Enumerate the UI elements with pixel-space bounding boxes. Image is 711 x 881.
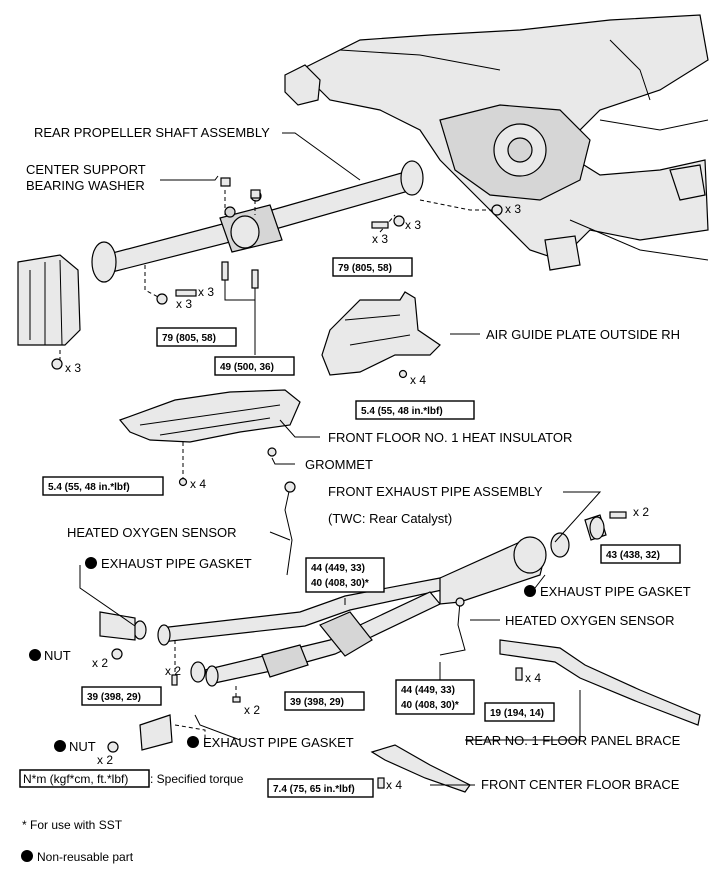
label-rear-floor-brace: REAR NO. 1 FLOOR PANEL BRACE bbox=[465, 733, 681, 748]
torque-5-4-ins: 5.4 (55, 48 in.*lbf) bbox=[48, 482, 130, 493]
label-heat-insulator: FRONT FLOOR NO. 1 HEAT INSULATOR bbox=[328, 430, 572, 445]
qty-washer-mid: x 3 bbox=[405, 218, 421, 232]
qty-air-guide: x 4 bbox=[410, 373, 426, 387]
label-center-support-2: BEARING WASHER bbox=[26, 178, 145, 193]
front-center-brace bbox=[370, 744, 471, 793]
hardware-small bbox=[51, 177, 503, 370]
torque-39-mid: 39 (398, 29) bbox=[290, 697, 344, 708]
torque-79-left: 79 (805, 58) bbox=[162, 333, 216, 344]
qty-bolt-left: x 3 bbox=[198, 285, 214, 299]
qty-brace-front: x 4 bbox=[386, 778, 402, 792]
label-heated-o2-right: HEATED OXYGEN SENSOR bbox=[505, 613, 675, 628]
label-grommet: GROMMET bbox=[305, 457, 373, 472]
torque-43: 43 (438, 32) bbox=[606, 550, 660, 561]
transmission bbox=[17, 254, 81, 346]
qty-brace-rear: x 4 bbox=[525, 671, 541, 685]
legend-torque-desc: : Specified torque bbox=[150, 772, 244, 786]
label-nut-top: NUT bbox=[44, 648, 71, 663]
legend-sst-note: * For use with SST bbox=[22, 818, 123, 832]
rear-subframe bbox=[284, 14, 709, 271]
heat-insulator bbox=[118, 389, 301, 487]
non-reusable-dot-gasket-right bbox=[524, 585, 536, 597]
legend-non-reusable: Non-reusable part bbox=[37, 850, 134, 864]
label-exhaust-gasket-bottom: EXHAUST PIPE GASKET bbox=[203, 735, 354, 750]
label-center-support-1: CENTER SUPPORT bbox=[26, 162, 146, 177]
non-reusable-dot-gasket-top bbox=[85, 557, 97, 569]
label-heated-o2-left: HEATED OXYGEN SENSOR bbox=[67, 525, 237, 540]
torque-44-bot-1: 44 (449, 33) bbox=[401, 685, 455, 696]
qty-nut-bottom: x 2 bbox=[97, 753, 113, 767]
qty-nut-top: x 2 bbox=[92, 656, 108, 670]
torque-7-4: 7.4 (75, 65 in.*lbf) bbox=[273, 784, 355, 795]
rear-floor-brace bbox=[499, 639, 701, 726]
torque-49: 49 (500, 36) bbox=[220, 362, 274, 373]
label-front-center-brace: FRONT CENTER FLOOR BRACE bbox=[481, 777, 680, 792]
torque-19: 19 (194, 14) bbox=[490, 708, 544, 719]
non-reusable-dot-nut-top bbox=[29, 649, 41, 661]
qty-bolt-rear-diff: x 3 bbox=[505, 202, 521, 216]
exhaust-right-hardware bbox=[550, 511, 627, 558]
air-guide-plate bbox=[321, 291, 441, 379]
label-exhaust-gasket-top: EXHAUST PIPE GASKET bbox=[101, 556, 252, 571]
qty-rear-bolt: x 2 bbox=[633, 505, 649, 519]
qty-nut-left: x 3 bbox=[65, 361, 81, 375]
label-air-guide-plate: AIR GUIDE PLATE OUTSIDE RH bbox=[486, 327, 680, 342]
qty-bolt-39b: x 2 bbox=[244, 703, 260, 717]
qty-washer-left: x 3 bbox=[176, 297, 192, 311]
torque-44-top-2: 40 (408, 30)* bbox=[311, 578, 369, 589]
torque-44-top-1: 44 (449, 33) bbox=[311, 563, 365, 574]
label-rear-propeller-shaft: REAR PROPELLER SHAFT ASSEMBLY bbox=[34, 125, 270, 140]
label-twc-note: (TWC: Rear Catalyst) bbox=[328, 511, 452, 526]
qty-bolt-mid-a: x 3 bbox=[372, 232, 388, 246]
qty-gasket-bolt: x 2 bbox=[165, 664, 181, 678]
label-exhaust-gasket-right: EXHAUST PIPE GASKET bbox=[540, 584, 691, 599]
label-front-exhaust-pipe: FRONT EXHAUST PIPE ASSEMBLY bbox=[328, 484, 543, 499]
torque-5-4-air: 5.4 (55, 48 in.*lbf) bbox=[361, 406, 443, 417]
front-exhaust-pipe bbox=[133, 481, 547, 687]
torque-44-bot-2: 40 (408, 30)* bbox=[401, 700, 459, 711]
legend-non-reusable-dot bbox=[21, 850, 33, 862]
non-reusable-dot-gasket-bottom bbox=[187, 736, 199, 748]
left-pipes bbox=[99, 611, 241, 753]
torque-79-right: 79 (805, 58) bbox=[338, 263, 392, 274]
torque-39-left: 39 (398, 29) bbox=[87, 692, 141, 703]
non-reusable-dot-nut-bottom bbox=[54, 740, 66, 752]
legend-torque-box: N*m (kgf*cm, ft.*lbf) bbox=[23, 772, 128, 786]
label-nut-bottom: NUT bbox=[69, 739, 96, 754]
qty-heat-ins: x 4 bbox=[190, 477, 206, 491]
leader-lines bbox=[79, 132, 602, 786]
